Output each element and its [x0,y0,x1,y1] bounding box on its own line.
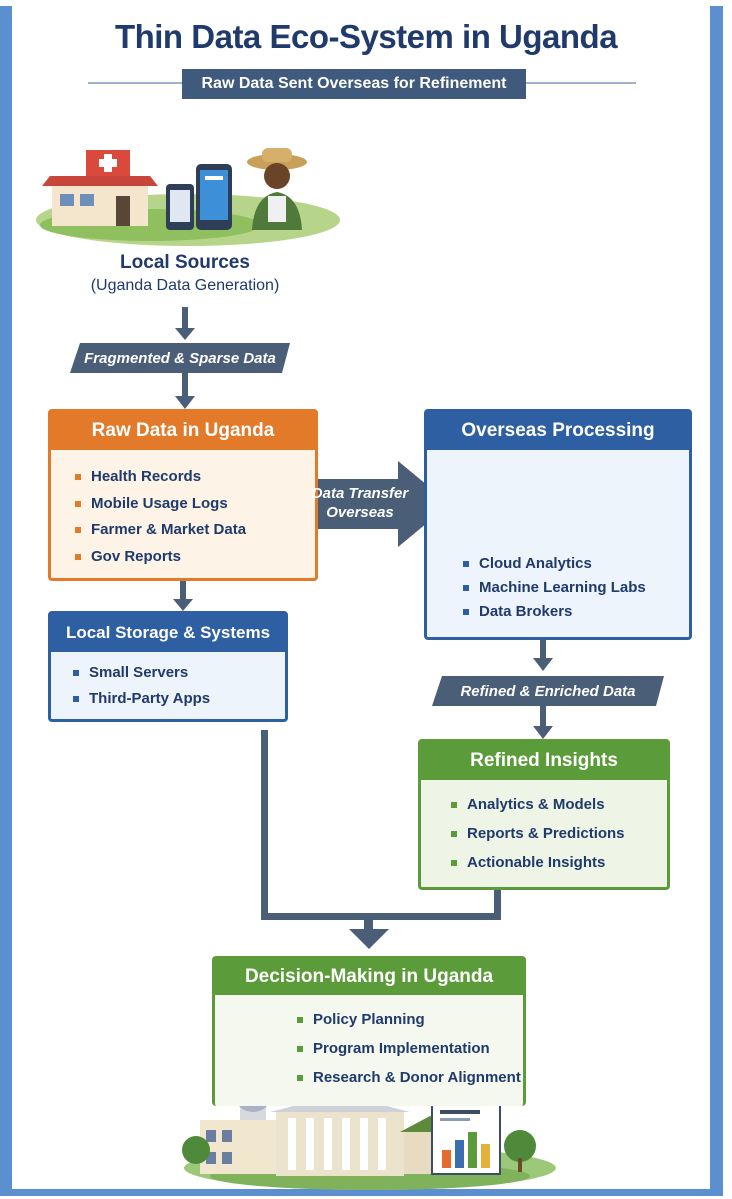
frame-right-border [710,6,723,1196]
overseas-processing-box: Overseas Processing Cloud Analytics Mach… [424,409,692,640]
list-item: Analytics & Models [451,790,625,819]
arrow-head-insights [533,726,553,739]
connector-raw-storage [180,581,186,601]
list-item: Gov Reports [75,544,246,571]
report-chart-icon [431,1101,501,1175]
refined-data-label: Refined & Enriched Data [460,682,636,700]
decision-making-box: Decision-Making in Uganda Policy Plannin… [212,956,526,1106]
local-storage-title: Local Storage & Systems [51,614,285,652]
list-item: Small Servers [73,660,210,686]
list-item: Mobile Usage Logs [75,491,246,518]
list-item: Program Implementation [297,1034,521,1063]
page-title: Thin Data Eco-System in Uganda [114,18,618,55]
subtitle-banner: Raw Data Sent Overseas for Refinement [182,69,526,99]
decision-making-list: Policy Planning Program Implementation R… [297,1005,521,1092]
local-sources-illustration [36,148,340,246]
list-item: Machine Learning Labs [463,576,646,600]
list-item: Reports & Predictions [451,819,625,848]
arrow-head-storage [173,599,193,611]
farmer-icon [247,148,307,230]
arrow-head-raw [175,396,195,409]
connector-storage-merge [261,730,268,920]
frame-bottom-border [0,1189,723,1196]
decision-making-title: Decision-Making in Uganda [215,959,523,995]
raw-data-box: Raw Data in Uganda Health Records Mobile… [48,409,318,581]
list-item: Cloud Analytics [463,552,646,576]
list-item: Health Records [75,464,246,491]
subtitle-rule-right [526,82,636,84]
local-storage-list: Small Servers Third-Party Apps [73,660,210,712]
smartphone-icon [166,164,232,230]
decision-illustration [182,1074,556,1190]
data-transfer-label: Data Transfer Overseas [298,484,422,526]
local-sources-subtitle: (Uganda Data Generation) [90,277,280,294]
arrow-head-sources [175,328,195,340]
arrow-head-overseas [533,658,553,671]
connector-overseas-down [540,640,546,660]
list-item: Data Brokers [463,600,646,624]
connector-sources-down [182,307,188,330]
list-item: Third-Party Apps [73,686,210,712]
connector-merge-down [364,913,373,931]
list-item: Policy Planning [297,1005,521,1034]
list-item: Research & Donor Alignment [297,1063,521,1092]
refined-insights-box: Refined Insights Analytics & Models Repo… [418,739,670,890]
connector-refined-down [540,706,546,728]
data-transfer-arrow [292,461,450,547]
tree-icon [182,1130,536,1172]
fragmented-band-shape [70,343,290,373]
list-item: Farmer & Market Data [75,517,246,544]
clinic-icon [42,150,158,226]
fragmented-data-label: Fragmented & Sparse Data [84,349,276,367]
overseas-processing-list: Cloud Analytics Machine Learning Labs Da… [463,552,646,624]
subtitle-rule-left [88,82,182,84]
local-storage-box: Local Storage & Systems Small Servers Th… [48,611,288,722]
raw-data-title: Raw Data in Uganda [51,412,315,450]
local-sources-title: Local Sources [120,252,250,273]
connector-band-down [182,373,188,399]
overseas-processing-title: Overseas Processing [427,412,689,450]
frame-left-border [0,6,12,1196]
refined-band-shape [432,676,664,706]
arrow-head-decision [349,929,389,949]
refined-insights-list: Analytics & Models Reports & Predictions… [451,790,625,877]
connector-insights-merge [494,890,501,920]
refined-insights-title: Refined Insights [421,742,667,780]
connector-merge-horizontal [261,913,501,920]
list-item: Actionable Insights [451,848,625,877]
data-transfer-label-line1: Data Transfer [311,485,409,502]
raw-data-list: Health Records Mobile Usage Logs Farmer … [75,464,246,570]
data-transfer-label-line2: Overseas [326,504,394,521]
